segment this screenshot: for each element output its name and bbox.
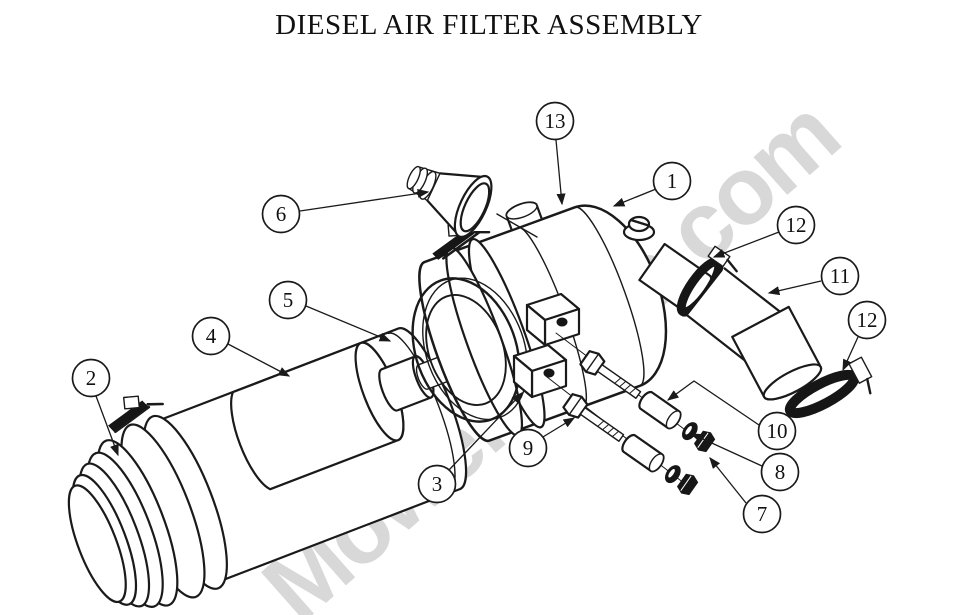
callout-label: 12	[857, 308, 878, 332]
callout-7-balloon-11[interactable]	[742, 494, 782, 534]
housing-ring-seal	[411, 277, 529, 423]
leader-line-6-2	[299, 189, 430, 212]
assembly-drawing	[67, 165, 873, 608]
callout-label: 6	[276, 202, 287, 226]
callout-4-balloon-7[interactable]	[191, 316, 231, 356]
callout-1-balloon-1[interactable]	[652, 161, 692, 201]
hose-clamp-lower	[784, 356, 873, 419]
bolt-row-lower	[562, 393, 699, 496]
cone-assembly-line	[496, 213, 538, 238]
leader-line-5-6	[305, 305, 392, 342]
callout-label: 11	[830, 264, 850, 288]
callout-10-balloon-9[interactable]	[757, 411, 797, 451]
callout-12-balloon-3[interactable]	[776, 205, 816, 245]
outlet-elbow	[686, 267, 823, 401]
callout-12-balloon-5[interactable]	[847, 300, 887, 340]
air-cleaner-end-cap	[67, 439, 179, 608]
leader-line-1-1	[612, 188, 657, 207]
callout-11-balloon-4[interactable]	[820, 256, 860, 296]
wing-fitting	[622, 215, 656, 242]
callout-label: 3	[432, 472, 443, 496]
callout-label: 1	[667, 169, 678, 193]
mounting-brackets	[512, 292, 581, 399]
leader-line-12-5	[842, 336, 859, 372]
leader-line-4-7	[227, 343, 291, 377]
callout-layer: 13 1 6 12 11 12 5 4 2 10 87 9 3	[71, 101, 887, 534]
leader-line-7-11	[709, 456, 747, 504]
callout-label: 8	[775, 460, 786, 484]
callout-3-balloon-13[interactable]	[417, 464, 457, 504]
callout-label: 10	[767, 419, 788, 443]
callout-5-balloon-6[interactable]	[268, 280, 308, 320]
leader-line-2-8	[95, 395, 119, 457]
leader-line-3-13	[448, 392, 523, 471]
callout-8-balloon-10[interactable]	[760, 452, 800, 492]
bolt-row-upper	[579, 350, 716, 453]
leader-line-13-0	[555, 139, 566, 206]
callout-label: 5	[283, 288, 294, 312]
callout-label: 13	[545, 109, 566, 133]
callout-label: 4	[206, 324, 217, 348]
end-cap-clamp	[108, 395, 228, 599]
mounting-bolts	[546, 332, 716, 496]
page-title: DIESEL AIR FILTER ASSEMBLY	[275, 9, 703, 41]
callout-label: 2	[86, 366, 97, 390]
callout-label: 12	[786, 213, 807, 237]
leader-line-12-3	[712, 231, 780, 258]
inlet-stub	[505, 201, 544, 232]
leader-line-9-12	[537, 417, 576, 441]
callout-9-balloon-12[interactable]	[508, 428, 548, 468]
callout-label: 9	[523, 436, 534, 460]
callout-13-balloon-0[interactable]	[535, 101, 575, 141]
leader-line-8-10	[690, 433, 763, 467]
leader-line-10-9	[666, 380, 760, 426]
callout-6-balloon-2[interactable]	[261, 194, 301, 234]
leader-line-11-4	[767, 280, 822, 296]
callout-label: 7	[757, 502, 768, 526]
callout-2-balloon-8[interactable]	[71, 358, 111, 398]
